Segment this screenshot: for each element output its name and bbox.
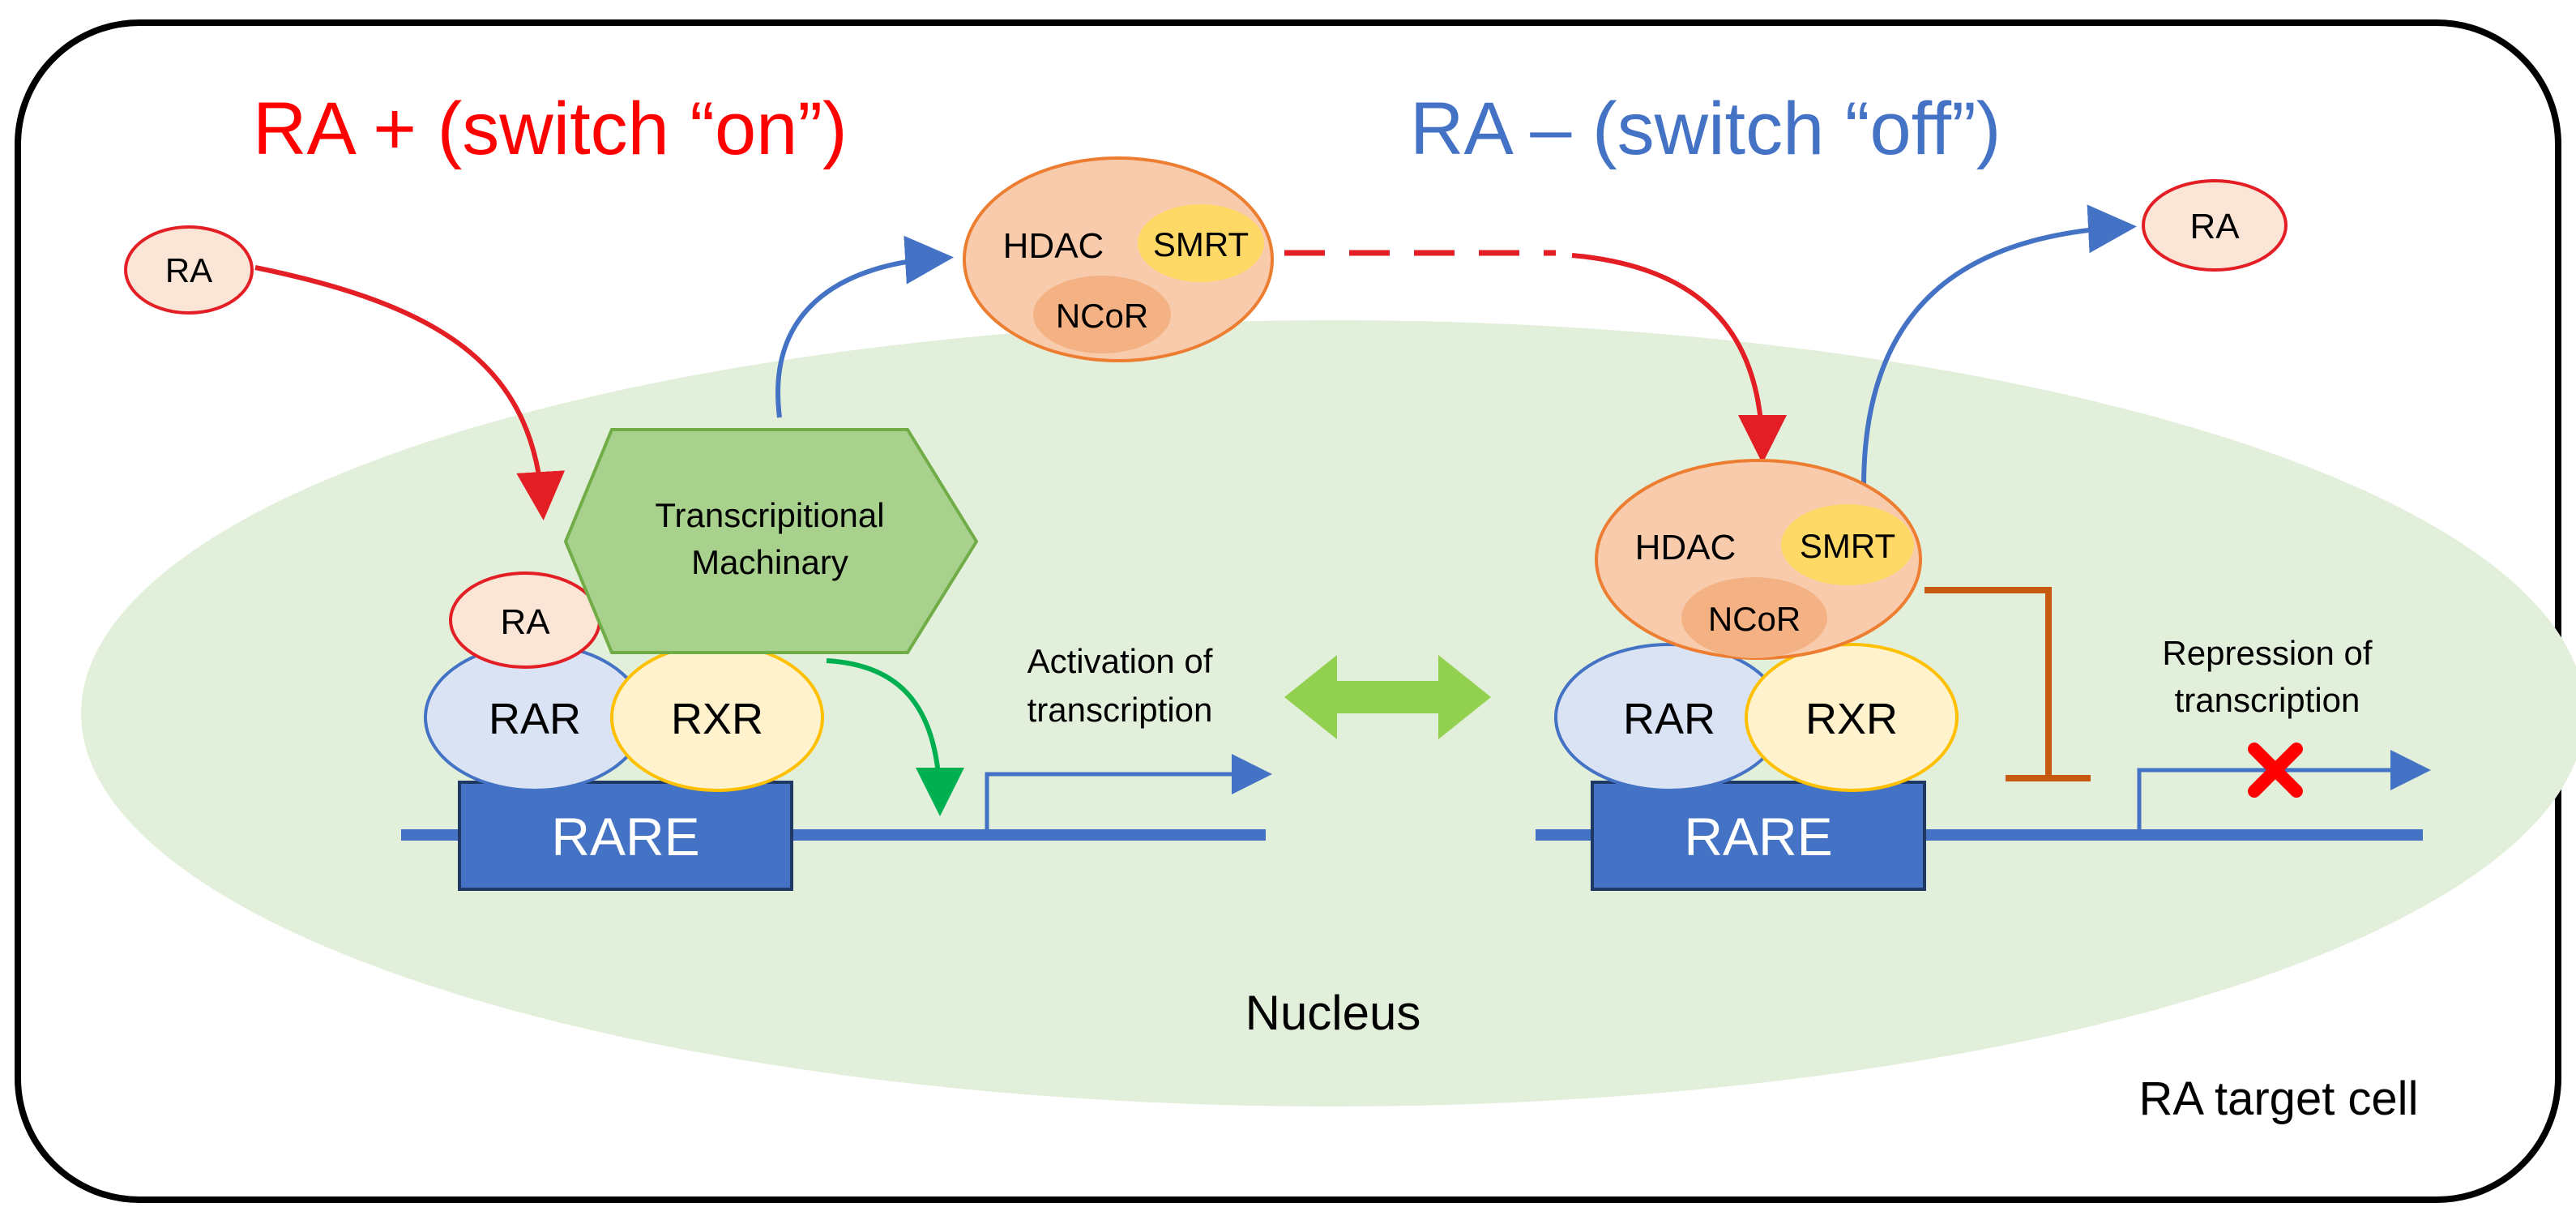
free-ra-left: RA — [124, 225, 254, 315]
rar-label: RAR — [1623, 695, 1715, 743]
repression-inhibitor-bar — [1925, 587, 2052, 778]
ra-label: RA — [2189, 207, 2240, 246]
rxr-receptor-left: RXR — [610, 643, 824, 792]
rar-receptor-right: RAR — [1554, 643, 1784, 792]
rar-label: RAR — [489, 695, 581, 743]
repression-label-line2: transcription — [2175, 681, 2360, 719]
rare-element-right: RARE — [1591, 781, 1926, 891]
corepressor-release-arrow — [775, 235, 954, 418]
nucleus-label: Nucleus — [1245, 986, 1421, 1040]
rxr-receptor-right: RXR — [1745, 643, 1959, 792]
ra-label: RA — [500, 602, 550, 642]
heading-switch-on: RA + (switch “on”) — [253, 88, 848, 170]
rare-label: RARE — [551, 807, 699, 867]
heading-switch-off: RA – (switch “off”) — [1410, 88, 2001, 170]
smrt-label: SMRT — [1800, 527, 1895, 565]
blocked-cross-icon — [2248, 743, 2303, 798]
machinery-label-line2: Machinary — [691, 543, 848, 581]
hdac-label: HDAC — [1635, 528, 1737, 567]
activation-label-line2: transcription — [1027, 691, 1213, 729]
rare-label: RARE — [1684, 807, 1832, 867]
cell-label: RA target cell — [2139, 1072, 2419, 1125]
repression-label-line1: Repression of — [2162, 634, 2372, 672]
bound-ra-left: RA — [449, 571, 601, 669]
ra-release-arrow — [1861, 204, 2137, 487]
machinery-label-line1: Transcripitional — [655, 496, 884, 534]
equilibrium-double-arrow — [1284, 655, 1491, 739]
rare-element-left: RARE — [458, 781, 793, 891]
corepressor-complex-bound: HDAC SMRT NCoR — [1595, 459, 1922, 660]
free-ra-right: RA — [2142, 179, 2288, 272]
hdac-label: HDAC — [1003, 226, 1104, 266]
ncor-label: NCoR — [1708, 600, 1801, 638]
ra-label: RA — [165, 251, 212, 289]
ra-binding-arrow — [254, 265, 566, 520]
activation-arrow — [826, 658, 964, 816]
corepressor-complex-free: HDAC SMRT NCoR — [963, 156, 1274, 362]
rxr-label: RXR — [671, 695, 763, 743]
transcriptional-machinery: Transcripitional Machinary — [563, 428, 979, 654]
activation-label-line1: Activation of — [1027, 642, 1213, 680]
ncor-label: NCoR — [1056, 297, 1148, 335]
smrt-label: SMRT — [1153, 225, 1249, 263]
rxr-label: RXR — [1805, 695, 1898, 743]
transcription-start-arrow-left — [985, 754, 1272, 831]
corepressor-binding-arrow — [1571, 253, 1787, 464]
transcription-start-arrow-right — [2137, 750, 2431, 831]
